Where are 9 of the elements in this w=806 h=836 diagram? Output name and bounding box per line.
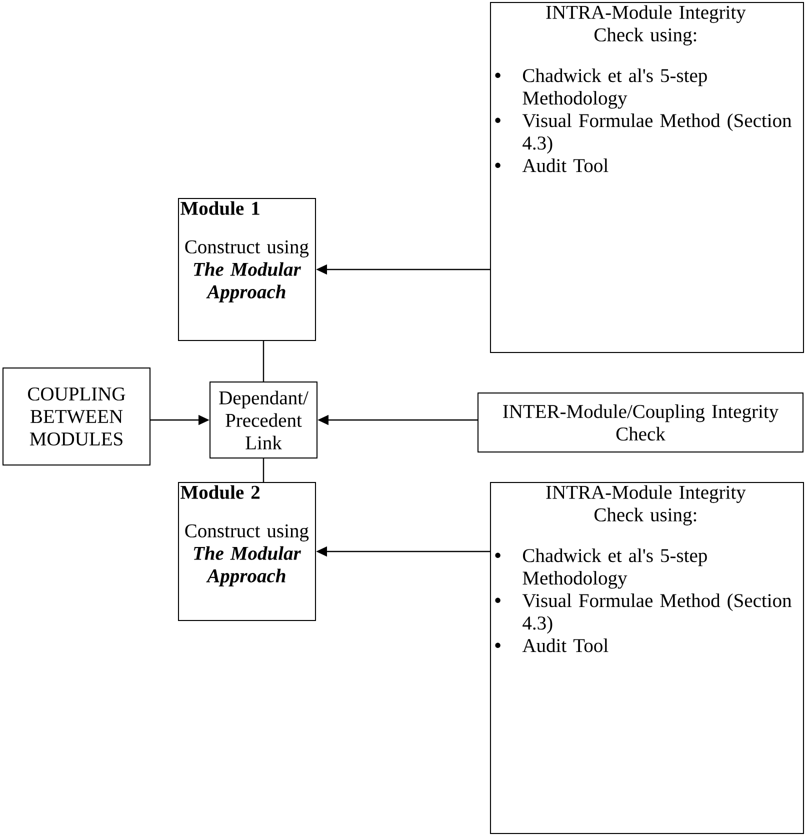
connector-line bbox=[262, 341, 264, 382]
process-box: INTER-Module/Coupling Integrity Check bbox=[478, 392, 804, 452]
process-box: Dependant/ Precedent Link bbox=[210, 382, 318, 458]
checklist-box: INTRA-Module Integrity Check using: Chadwick et al's 5-step Methodology Visual Formulae Method (Section 4.3) Audit Tool bbox=[490, 2, 804, 353]
process-box: COUPLING BETWEEN MODULES bbox=[2, 368, 150, 466]
checklist-box: INTRA-Module Integrity Check using: Chadwick et al's 5-step Methodology Visual Formulae Method (Section 4.3) Audit Tool bbox=[490, 482, 804, 834]
module-box: Module 2 Construct using The Modular Approach bbox=[178, 482, 316, 621]
module-box: Module 1 Construct using The Modular Approach bbox=[178, 198, 316, 341]
connector-line bbox=[262, 458, 264, 482]
